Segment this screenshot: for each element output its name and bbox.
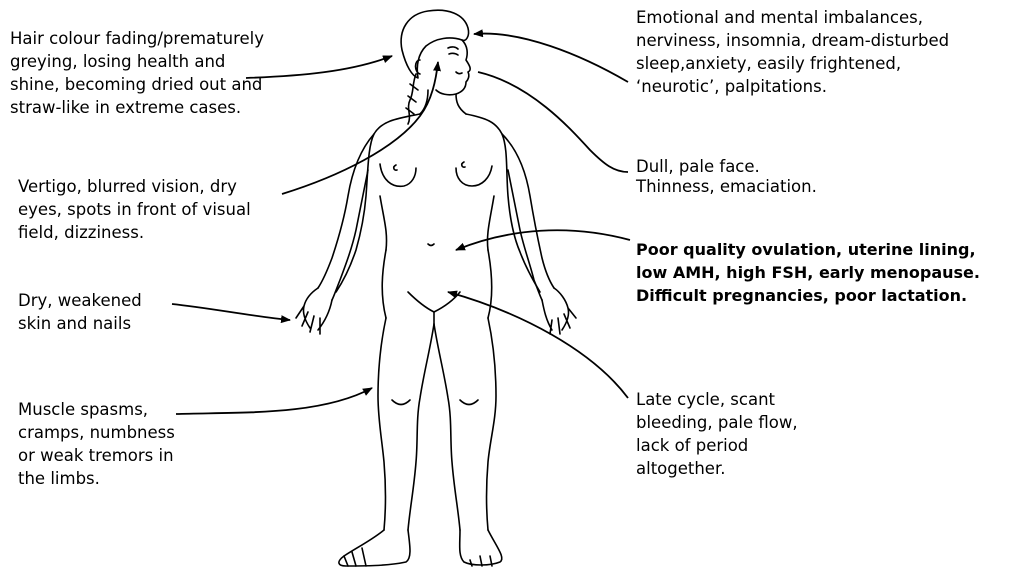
hip-left: [382, 250, 386, 318]
label-fertility: Poor quality ovulation, uterine lining, …: [636, 238, 980, 307]
label-hair-line: Hair colour fading/prematurely: [10, 27, 264, 50]
arrow-cycle: [448, 292, 628, 398]
label-hair-line: straw-like in extreme cases.: [10, 96, 264, 119]
left-hand: [296, 288, 332, 334]
label-emotional: Emotional and mental imbalances, nervine…: [636, 6, 949, 98]
label-fertility-line: Poor quality ovulation, uterine lining,: [636, 238, 980, 261]
label-cycle-line: Late cycle, scant: [636, 388, 798, 411]
label-face-line: Thinness, emaciation.: [636, 177, 817, 197]
label-muscle-line: cramps, numbness: [18, 421, 175, 444]
torso-right: [466, 114, 540, 292]
arrow-emotional: [474, 34, 628, 82]
label-hair-line: shine, becoming dried out and: [10, 73, 264, 96]
label-emotional-line: Emotional and mental imbalances,: [636, 6, 949, 29]
label-emotional-line: nerviness, insomnia, dream-disturbed: [636, 29, 949, 52]
face-outline: [436, 40, 470, 95]
hair-outline: [401, 10, 468, 78]
label-cycle-line: altogether.: [636, 457, 798, 480]
label-emotional-line: sleep,anxiety, easily frightened,: [636, 52, 949, 75]
torso-left: [336, 114, 420, 292]
label-skin-line: Dry, weakened: [18, 289, 142, 312]
label-cycle-line: lack of period: [636, 434, 798, 457]
label-hair-line: greying, losing health and: [10, 50, 264, 73]
label-fertility-line: low AMH, high FSH, early menopause.: [636, 261, 980, 284]
navel: [428, 244, 434, 246]
label-skin: Dry, weakened skin and nails: [18, 289, 142, 335]
arrow-fertility: [456, 230, 630, 250]
breast-right: [456, 166, 492, 186]
label-vision-line: field, dizziness.: [18, 221, 251, 244]
arrow-skin: [172, 304, 290, 320]
label-muscle: Muscle spasms, cramps, numbness or weak …: [18, 398, 175, 490]
label-emotional-line: ‘neurotic’, palpitations.: [636, 75, 949, 98]
left-foot: [339, 530, 410, 566]
line-face: [478, 72, 628, 172]
arrow-hair: [246, 56, 392, 78]
left-leg-outer: [378, 318, 386, 530]
label-face-line: Dull, pale face.: [636, 157, 817, 177]
label-cycle: Late cycle, scant bleeding, pale flow, l…: [636, 388, 798, 480]
left-leg-inner: [408, 324, 434, 530]
label-skin-line: skin and nails: [18, 312, 142, 335]
label-muscle-line: or weak tremors in: [18, 444, 175, 467]
label-face: Dull, pale face. Thinness, emaciation.: [636, 157, 817, 197]
human-body-figure: [296, 10, 576, 566]
label-fertility-line: Difficult pregnancies, poor lactation.: [636, 284, 980, 307]
label-vision: Vertigo, blurred vision, dry eyes, spots…: [18, 175, 251, 244]
arrow-muscle: [176, 388, 372, 414]
label-cycle-line: bleeding, pale flow,: [636, 411, 798, 434]
hip-right: [488, 250, 492, 318]
right-leg-inner: [434, 324, 460, 530]
label-muscle-line: the limbs.: [18, 467, 175, 490]
label-vision-line: Vertigo, blurred vision, dry: [18, 175, 251, 198]
label-muscle-line: Muscle spasms,: [18, 398, 175, 421]
breast-left: [380, 164, 416, 186]
pubic-area: [408, 292, 460, 312]
right-hand: [542, 288, 576, 334]
label-vision-line: eyes, spots in front of visual: [18, 198, 251, 221]
label-hair: Hair colour fading/prematurely greying, …: [10, 27, 264, 119]
right-leg-outer: [487, 318, 497, 530]
